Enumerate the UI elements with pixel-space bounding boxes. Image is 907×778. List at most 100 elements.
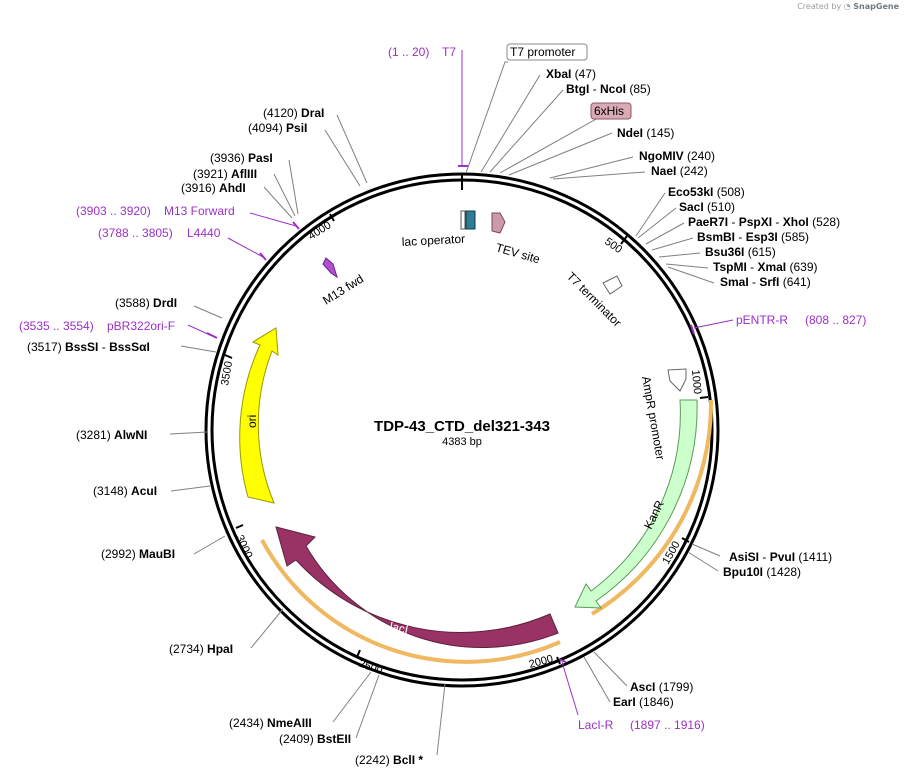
- site-label-naei[interactable]: NaeI (242): [651, 164, 708, 178]
- site-position: (240): [684, 149, 715, 163]
- ori-arrow[interactable]: [239, 327, 279, 504]
- site-label-bsmbi[interactable]: BsmBI - Esp3I (585): [697, 230, 809, 244]
- enzyme-name: HpaI: [207, 642, 233, 656]
- site-position: (641): [779, 275, 810, 289]
- enzyme-name: EarI: [613, 695, 636, 709]
- site-label-maubi[interactable]: (2992) MauBI: [101, 547, 175, 561]
- site-label-saci[interactable]: SacI (510): [679, 200, 735, 214]
- site-label-ahdi[interactable]: (3916) AhdI: [181, 181, 246, 195]
- site-label-bsssi[interactable]: (3517) BssSI - BssSαI: [27, 340, 150, 354]
- t7-label[interactable]: T7: [442, 45, 456, 59]
- ampr-promoter-feature[interactable]: [667, 368, 687, 392]
- site-label-pasi[interactable]: (3936) PasI: [210, 151, 273, 165]
- tev-site-label: TEV site: [494, 240, 542, 266]
- site-label-bcli[interactable]: (2242) BclI *: [355, 753, 423, 767]
- site-position: (528): [809, 215, 840, 229]
- site-label-tspmi[interactable]: TspMI - XmaI (639): [713, 260, 818, 274]
- site-position: (3588): [115, 296, 153, 310]
- top-labels: (1 .. 20) T7 T7 promoter 6xHis: [388, 43, 632, 120]
- site-position: (3148): [93, 484, 131, 498]
- site-lines: [169, 61, 721, 756]
- laci-r-label[interactable]: LacI-R: [578, 718, 614, 732]
- site-label-smai[interactable]: SmaI - SrfI (641): [720, 275, 811, 289]
- site-label-xbai[interactable]: XbaI (47): [546, 67, 596, 81]
- pbr322ori-label[interactable]: pBR322ori-F: [107, 319, 175, 333]
- site-position: (585): [778, 230, 809, 244]
- laci-arrow[interactable]: [275, 526, 559, 648]
- site-label-bpu10i[interactable]: Bpu10I (1428): [723, 565, 801, 579]
- pentr-label[interactable]: pENTR-R: [736, 313, 788, 327]
- site-position: (3936): [210, 151, 248, 165]
- site-label-alwni[interactable]: (3281) AlwNI: [76, 428, 147, 442]
- pbr322ori-range: (3535 .. 3554): [19, 319, 94, 333]
- site-label-hpai[interactable]: (2734) HpaI: [169, 642, 233, 656]
- l4440-label[interactable]: L4440: [187, 226, 221, 240]
- site-position: (1846): [636, 695, 674, 709]
- site-position: (4094): [248, 121, 286, 135]
- enzyme-name: AsiSI: [729, 550, 759, 564]
- m13-forward-label[interactable]: M13 Forward: [164, 204, 235, 218]
- site-position: (639): [786, 260, 817, 274]
- plasmid-name: TDP-43_CTD_del321-343: [374, 418, 550, 435]
- enzyme-name: NgoMIV: [639, 149, 684, 163]
- site-label-acui[interactable]: (3148) AcuI: [93, 484, 157, 498]
- kanr-highlight: [590, 399, 714, 616]
- watermark: Created by ◔ SnapGene: [797, 2, 899, 11]
- his-tag-label: 6xHis: [594, 104, 624, 118]
- site-position: (3916): [181, 181, 219, 195]
- enzyme-name: AcuI: [131, 484, 157, 498]
- site-position: (47): [571, 67, 596, 81]
- enzyme-name: BtgI: [566, 82, 589, 96]
- site-label-ndei[interactable]: NdeI (145): [617, 126, 674, 140]
- site-position: (145): [643, 126, 674, 140]
- t7-terminator-feature[interactable]: [602, 275, 623, 295]
- site-label-nmeaiii[interactable]: (2434) NmeAIII: [229, 716, 312, 730]
- enzyme-name: PspXI: [739, 215, 772, 229]
- site-label-afliii[interactable]: (3921) AflIII: [193, 167, 257, 181]
- site-position: (2992): [101, 547, 139, 561]
- enzyme-name: PvuI: [770, 550, 795, 564]
- site-label-bsteii[interactable]: (2409) BstEII: [279, 732, 351, 746]
- enzyme-name: AscI: [630, 680, 655, 694]
- site-label-ngomiv[interactable]: NgoMIV (240): [639, 149, 715, 163]
- t7-promoter-label: T7 promoter: [510, 45, 575, 59]
- his-tag-box[interactable]: [590, 102, 632, 120]
- site-label-asisi[interactable]: AsiSI - PvuI (1411): [729, 550, 832, 564]
- site-label-paer7i[interactable]: PaeR7I - PspXI - XhoI (528): [688, 215, 840, 229]
- site-label-psii[interactable]: (4094) PsiI: [248, 121, 307, 135]
- site-separator: -: [749, 275, 760, 289]
- site-label-eari[interactable]: EarI (1846): [613, 695, 674, 709]
- right-site-labels: XbaI (47)BtgI - NcoI (85) NdeI (145) NgoMI…: [546, 67, 840, 289]
- enzyme-name: AlwNI: [114, 428, 147, 442]
- t7-promoter-box[interactable]: [506, 43, 588, 61]
- primer-labels: pENTR-R (808 .. 827) LacI-R (1897 .. 191…: [19, 204, 866, 732]
- site-separator: -: [735, 230, 746, 244]
- pentr-range: (808 .. 827): [805, 313, 866, 327]
- site-label-eco53ki[interactable]: Eco53kI (508): [668, 185, 745, 199]
- site-label-bsu36i[interactable]: Bsu36I (615): [705, 245, 776, 259]
- site-position: (1428): [763, 565, 801, 579]
- site-separator: -: [98, 340, 109, 354]
- plasmid-length: 4383 bp: [442, 436, 482, 448]
- site-label-drai[interactable]: (4120) DraI: [263, 106, 324, 120]
- site-label-asci[interactable]: AscI (1799): [630, 680, 693, 694]
- enzyme-name: NaeI: [651, 164, 676, 178]
- enzyme-name: TspMI: [713, 260, 747, 274]
- site-label-drdi[interactable]: (3588) DrdI: [115, 296, 177, 310]
- ori-label: ori: [245, 415, 259, 428]
- m13-fwd-feature[interactable]: [322, 257, 338, 279]
- site-position: (85): [626, 82, 651, 96]
- enzyme-name: XhoI: [783, 215, 809, 229]
- ampr-promoter-label: AmpR promoter: [639, 375, 667, 461]
- enzyme-name: BssSI: [65, 340, 98, 354]
- site-label-btgi[interactable]: BtgI - NcoI (85): [566, 82, 651, 96]
- enzyme-name: Bpu10I: [723, 565, 763, 579]
- tev-site-feature[interactable]: [491, 212, 506, 234]
- site-position: (510): [704, 200, 735, 214]
- t7-range: (1 .. 20): [388, 45, 429, 59]
- lac-operator-label: lac operator: [401, 232, 465, 249]
- enzyme-name: BclI *: [393, 753, 423, 767]
- lac-operator-feature[interactable]: [465, 210, 476, 230]
- kanr-arrow[interactable]: [574, 399, 698, 609]
- right-lower-site-labels: AsiSI - PvuI (1411)Bpu10I (1428): [723, 550, 832, 579]
